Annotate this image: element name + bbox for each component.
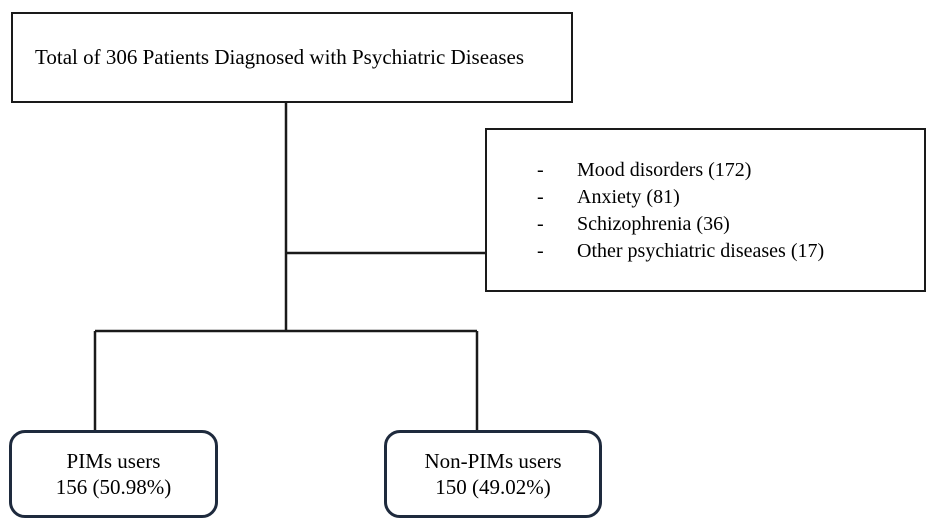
pims-users-value: 156 (50.98%) <box>55 475 172 499</box>
list-item: - Anxiety (81) <box>537 184 824 211</box>
non-pims-users-value: 150 (49.02%) <box>435 475 551 499</box>
non-pims-users-label: Non-PIMs users <box>424 449 562 473</box>
list-bullet: - <box>537 213 544 235</box>
total-patients-text: Total of 306 Patients Diagnosed with Psy… <box>35 45 525 69</box>
diagnosis-label: Schizophrenia (36) <box>577 213 730 235</box>
list-item: - Mood disorders (172) <box>537 157 824 184</box>
list-bullet: - <box>537 240 544 262</box>
list-bullet: - <box>537 159 544 181</box>
pims-users-box: PIMs users 156 (50.98%) <box>9 430 218 518</box>
diagnosis-breakdown-box: - Mood disorders (172) - Anxiety (81) - Sch… <box>485 128 926 292</box>
non-pims-users-box: Non-PIMs users 150 (49.02%) <box>384 430 602 518</box>
diagnosis-list: - Mood disorders (172) - Anxiety (81) - Sch… <box>537 157 824 265</box>
diagnosis-label: Other psychiatric diseases (17) <box>577 240 825 262</box>
list-item: - Other psychiatric diseases (17) <box>537 238 824 265</box>
list-item: - Schizophrenia (36) <box>537 211 824 238</box>
pims-users-label: PIMs users <box>66 449 161 473</box>
total-patients-box: Total of 306 Patients Diagnosed with Psy… <box>11 12 573 103</box>
diagnosis-label: Mood disorders (172) <box>577 159 752 181</box>
diagnosis-label: Anxiety (81) <box>577 186 680 208</box>
list-bullet: - <box>537 186 544 208</box>
